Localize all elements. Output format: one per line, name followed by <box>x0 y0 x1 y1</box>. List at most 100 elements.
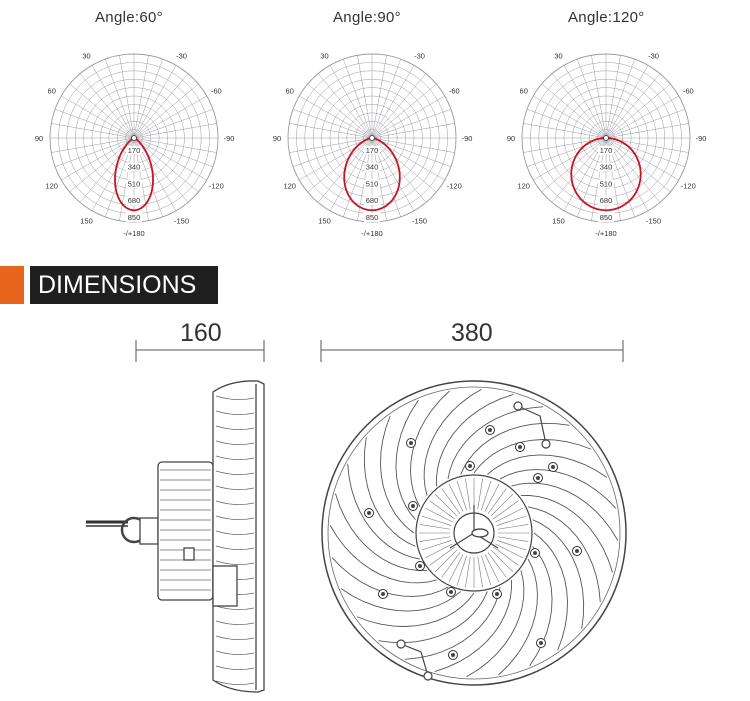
polar-radial-label: 510 <box>128 179 141 188</box>
polar-spoke <box>133 95 207 139</box>
polar-angle-label: -/+180 <box>595 229 616 238</box>
polar-label-bg <box>364 213 380 222</box>
banner-body <box>30 266 218 304</box>
height-dimension-label: 160 <box>180 319 222 347</box>
polar-angle-label: 120 <box>45 182 58 191</box>
heatsink-fin <box>215 680 255 685</box>
polar-angle-label: 150 <box>552 216 565 225</box>
hub-fin <box>419 536 451 542</box>
hub-fin <box>496 540 527 551</box>
polar-spoke <box>605 137 679 181</box>
polar-radial-label: 850 <box>600 213 613 222</box>
heatsink-fin <box>215 395 255 400</box>
polar-spoke <box>371 58 401 139</box>
screw-head <box>488 428 492 432</box>
polar-radial-label: 850 <box>366 213 379 222</box>
polar-radial-label: 340 <box>366 163 379 172</box>
polar-angle-label: 30 <box>82 52 90 61</box>
polar-spoke <box>605 123 689 139</box>
spiral-fin <box>340 588 461 612</box>
polar-angle-label: 30 <box>320 52 328 61</box>
hub-fin <box>434 549 458 573</box>
spiral-fin <box>487 454 608 478</box>
polar-angle-label: -30 <box>414 52 425 61</box>
spiral-fin <box>498 558 538 676</box>
polar-label-bg <box>126 196 142 206</box>
screw-head <box>411 504 415 508</box>
heatsink-fin <box>215 515 255 520</box>
mounting-screws <box>364 425 582 660</box>
polar-spoke <box>605 137 686 167</box>
section-banner: DIMENSIONS <box>0 266 218 304</box>
hub-fin <box>421 515 452 526</box>
polar-spoke <box>133 83 199 139</box>
polar-spoke <box>133 73 189 139</box>
spiral-fin <box>532 519 585 629</box>
hub-fin <box>456 555 467 586</box>
hub-fin <box>490 493 514 517</box>
spiral-fin <box>404 586 501 660</box>
polar-spoke <box>133 55 149 139</box>
polar-spoke <box>371 83 437 139</box>
polar-spoke <box>91 65 135 139</box>
polar-spoke <box>605 137 671 193</box>
polar-spoke <box>371 95 445 139</box>
heatsink-fin <box>215 410 255 415</box>
driver-label-plate <box>183 547 195 561</box>
polar-label-bg <box>126 162 142 172</box>
polar-spoke <box>289 123 373 139</box>
spiral-fins <box>329 388 619 678</box>
hub-fin <box>456 480 467 511</box>
polar-angle-label: -/+180 <box>123 229 144 238</box>
hub-fin <box>493 500 519 520</box>
polar-spoke <box>133 137 217 153</box>
spiral-fin <box>511 482 619 541</box>
polar-radial-label: 340 <box>128 163 141 172</box>
screw-head <box>449 590 453 594</box>
heatsink-fin <box>215 620 255 625</box>
polar-spoke <box>307 83 373 139</box>
polar-radial-label: 170 <box>366 146 379 155</box>
polar-angle-label: -60 <box>683 87 694 96</box>
polar-label-bg <box>364 196 380 206</box>
bracket-top <box>517 405 547 445</box>
polar-angle-label: 60 <box>520 87 528 96</box>
polar-angle-label: -/+180 <box>361 229 382 238</box>
polar-spoke <box>69 83 135 139</box>
polar-origin <box>369 135 375 141</box>
polar-angle-label: -90 <box>696 134 707 143</box>
polar-spoke <box>299 95 373 139</box>
spiral-fin <box>347 463 421 560</box>
polar-angle-label: -60 <box>211 87 222 96</box>
front-view <box>321 380 627 686</box>
polar-chart-90: -/+180-150150-120120-9090-6060-303017034… <box>273 52 473 238</box>
polar-spoke <box>523 123 607 139</box>
polar-spoke <box>329 65 373 139</box>
screw-head <box>381 592 385 596</box>
polar-label-bg <box>598 196 614 206</box>
screw-head <box>518 445 522 449</box>
hub-fin <box>441 488 461 514</box>
heatsink-fin <box>215 485 255 490</box>
polar-label-bg <box>598 145 614 155</box>
polar-spoke <box>591 55 607 139</box>
polar-spoke <box>133 65 177 139</box>
polar-spoke <box>577 58 607 139</box>
polar-spoke <box>133 109 214 139</box>
polar-spoke <box>357 55 373 139</box>
spiral-fin <box>520 495 613 573</box>
spiral-fin <box>410 390 450 508</box>
polar-angle-label: 150 <box>80 216 93 225</box>
hub-fin <box>484 554 500 583</box>
screw-head <box>451 653 455 657</box>
polar-angle-label: 150 <box>318 216 331 225</box>
polar-angle-label: 120 <box>517 182 530 191</box>
polar-angle-label: -90 <box>224 134 235 143</box>
polar-spoke <box>605 137 661 203</box>
polar-spoke <box>371 137 445 181</box>
polar-angle-label: 90 <box>273 134 281 143</box>
polar-spoke <box>119 55 135 139</box>
polar-spoke <box>605 58 635 139</box>
hub-fin <box>495 507 524 523</box>
polar-spoke <box>317 73 373 139</box>
